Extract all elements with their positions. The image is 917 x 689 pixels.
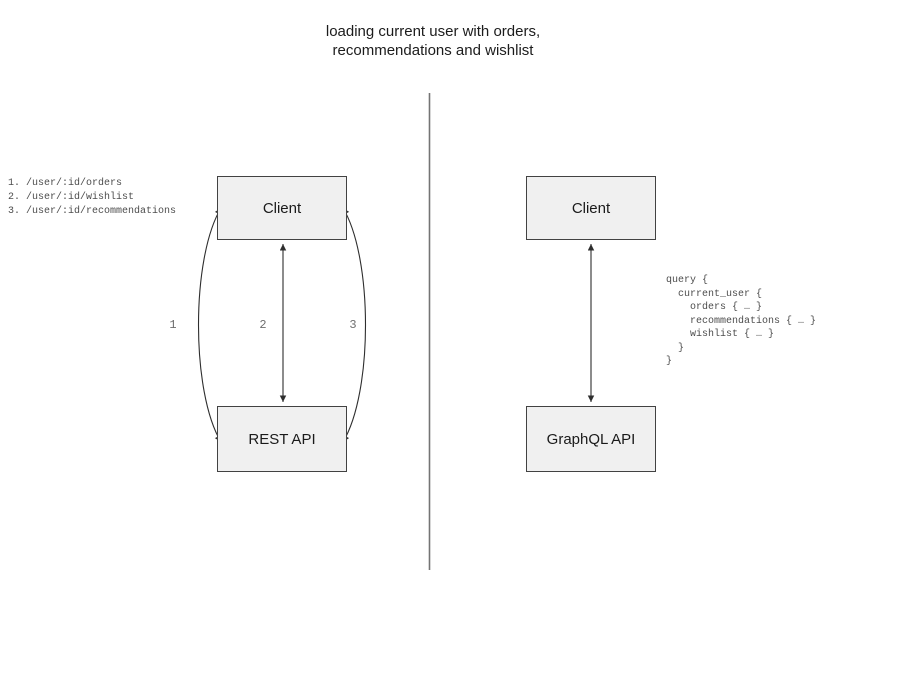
graphql-client-label: Client bbox=[571, 199, 611, 217]
rest-client-label: Client bbox=[262, 199, 302, 217]
diagram-title: loading current user with orders, recomm… bbox=[133, 22, 733, 60]
rest-endpoints-list: 1. /user/:id/orders 2. /user/:id/wishlis… bbox=[8, 178, 177, 217]
rest-api-label: REST API bbox=[248, 430, 316, 448]
diagram-title-line2: recommendations and wishlist bbox=[332, 42, 534, 59]
rest-api-box: REST API bbox=[217, 406, 347, 472]
rest-arrow-label-1: 1 bbox=[169, 318, 177, 332]
graphql-client-box: Client bbox=[526, 176, 656, 240]
rest-arrow-label-2: 2 bbox=[259, 318, 267, 332]
diagram-title-line1: loading current user with orders, bbox=[325, 23, 541, 40]
rest-arrow-label-3: 3 bbox=[349, 318, 357, 332]
graphql-api-label: GraphQL API bbox=[546, 430, 636, 448]
graphql-api-box: GraphQL API bbox=[526, 406, 656, 472]
rest-client-box: Client bbox=[217, 176, 347, 240]
graphql-query-code: query { current_user { orders { … } reco… bbox=[666, 275, 817, 367]
